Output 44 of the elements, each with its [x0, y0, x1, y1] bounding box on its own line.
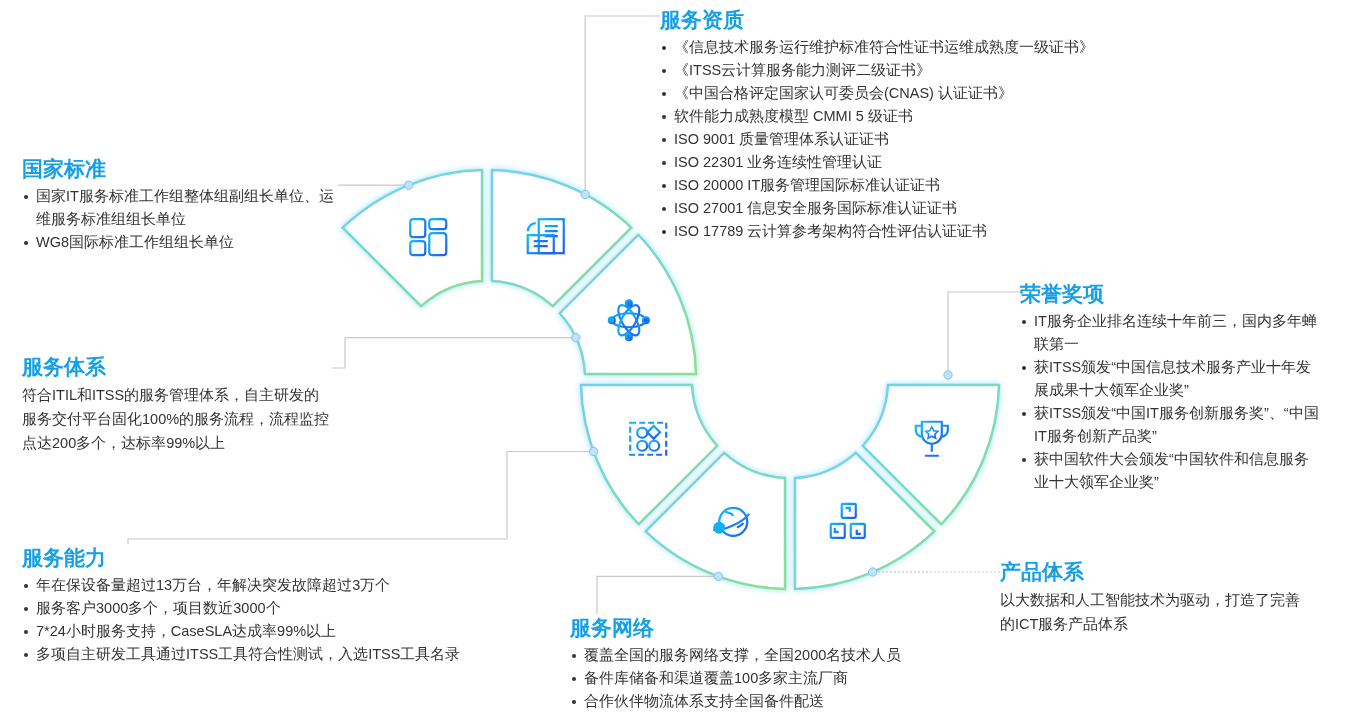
- section-heading: 荣誉奖项: [1020, 281, 1104, 307]
- leader-line: [596, 571, 724, 615]
- bullet-item: IT服务企业排名连续十年前三，国内多年蝉联第一: [1034, 312, 1318, 354]
- ring-segment: [579, 383, 719, 526]
- bullet-item: ISO 9001 质量管理体系认证证书: [674, 130, 891, 149]
- bullet-item: ISO 27001 信息安全服务国际标准认证证书: [674, 199, 959, 218]
- bullet-item: 备件库储备和渠道覆盖100多家主流厂商: [584, 669, 850, 688]
- section-heading: 产品体系: [1000, 559, 1084, 585]
- bullet-item: 覆盖全国的服务网络支撑，全国2000名技术人员: [584, 646, 903, 665]
- leader-line: [127, 446, 599, 545]
- bullet-item: ISO 22301 业务连续性管理认证: [674, 153, 884, 172]
- bullet-item: 服务客户3000多个，项目数近3000个: [36, 599, 282, 618]
- bullet-item: 年在保设备量超过13万台，年解决突发故障超过3万个: [36, 576, 392, 595]
- leader-line: [337, 180, 414, 190]
- section-heading: 国家标准: [22, 156, 106, 182]
- description-text: 符合ITIL和ITSS的服务管理体系，自主研发的服务交付平台固化100%的服务流程，流程监控点达200多个，达标率99%以上: [22, 386, 331, 453]
- section-heading: 服务体系: [22, 354, 106, 380]
- leader-line: [868, 567, 1001, 577]
- ring-segment: [644, 451, 787, 591]
- section-heading: 服务网络: [570, 615, 654, 641]
- leader-line: [331, 332, 581, 369]
- bullet-item: 软件能力成熟度模型 CMMI 5 级证书: [674, 107, 914, 126]
- bullet-item: 获ITSS颁发“中国信息技术服务产业十年发展成果十大领军企业奖”: [1034, 358, 1313, 400]
- description-text: 以大数据和人工智能技术为驱动，打造了完善的ICT服务产品体系: [1000, 591, 1301, 634]
- ring-segment: [490, 168, 633, 308]
- bullet-item: ISO 20000 IT服务管理国际标准认证证书: [674, 176, 942, 195]
- ring-segment: [793, 451, 936, 591]
- bullet-item: 获ITSS颁发“中国IT服务创新服务奖”、“中国IT服务创新产品奖”: [1034, 404, 1320, 446]
- bullet-item: 合作伙伴物流体系支持全国备件配送: [584, 692, 825, 711]
- bullet-item: 7*24小时服务支持，CaseSLA达成率99%以上: [36, 622, 338, 641]
- leader-line: [580, 15, 661, 200]
- bullet-item: 多项自主研发工具通过ITSS工具符合性测试，入选ITSS工具名录: [36, 645, 462, 664]
- bullet-item: 《中国合格评定国家认可委员会(CNAS) 认证证书》: [674, 84, 1014, 103]
- bullet-item: 《信息技术服务运行维护标准符合性证书运维成熟度一级证书》: [674, 38, 1095, 57]
- ring-segment: [341, 168, 484, 308]
- bullet-item: WG8国际标准工作组组长单位: [36, 233, 236, 252]
- bullet-item: 国家IT服务标准工作组整体组副组长单位、运维服务标准组组长单位: [36, 187, 335, 229]
- bullet-item: ISO 17789 云计算参考架构符合性评估认证证书: [674, 222, 989, 241]
- section-heading: 服务能力: [22, 545, 106, 571]
- bullet-item: 《ITSS云计算服务能力测评二级证书》: [674, 61, 933, 80]
- section-heading: 服务资质: [660, 7, 744, 33]
- ring-segment: [861, 383, 1001, 526]
- bullet-item: 获中国软件大会颁发“中国软件和信息服务业十大领军企业奖”: [1034, 450, 1310, 492]
- leader-line: [943, 291, 1021, 380]
